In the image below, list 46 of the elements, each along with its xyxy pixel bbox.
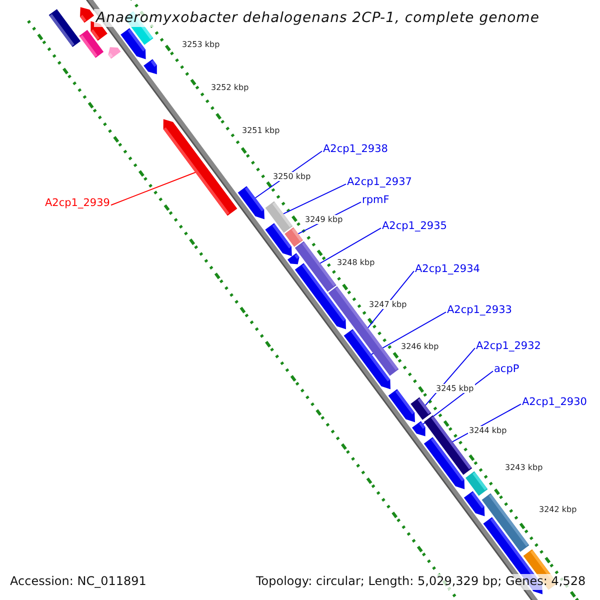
tick-label: 3249 kbp	[304, 215, 344, 224]
gene-block	[410, 397, 432, 420]
accession-text: Accession: NC_011891	[8, 574, 148, 590]
gene-label: A2cp1_2935	[382, 220, 447, 232]
tick-label: 3252 kbp	[210, 83, 250, 92]
gene-feature	[80, 7, 94, 23]
leader-line	[110, 172, 196, 206]
gene-feature	[108, 47, 121, 59]
gene-label: A2cp1_2933	[447, 304, 512, 316]
leader-line	[320, 228, 382, 264]
gene-label: A2cp1_2930	[522, 396, 587, 408]
gene-label: rpmF	[362, 194, 390, 206]
gene-feature	[144, 59, 157, 74]
tick-label: 3245 kbp	[435, 384, 475, 394]
tick-label: 3242 kbp	[538, 505, 578, 514]
gene-feature	[412, 421, 426, 436]
gene-feature	[388, 389, 415, 422]
map-title: Anaeromyxobacter dehalogenans 2CP-1, complete genome	[94, 9, 542, 28]
gene-block	[466, 471, 488, 496]
tick-label: 3253 kbp	[181, 40, 221, 50]
gene-block	[79, 30, 104, 58]
gene-feature	[288, 253, 300, 264]
gene-label: A2cp1_2932	[476, 340, 541, 352]
gene-block	[284, 227, 303, 247]
gene-label: A2cp1_2934	[415, 263, 480, 276]
gene-label: A2cp1_2938	[323, 143, 388, 156]
gene-block	[294, 241, 336, 292]
gene-block	[48, 9, 81, 47]
tick-label: 3247 kbp	[368, 300, 408, 310]
tick-label: 3248 kbp	[336, 258, 376, 268]
genome-info-text: Topology: circular; Length: 5,029,329 bp; Genes: 4,528	[254, 574, 588, 590]
tick-label: 3251 kbp	[241, 126, 281, 136]
gene-label: A2cp1_2939	[45, 197, 110, 210]
tick-label: 3250 kbp	[272, 172, 312, 182]
tick-label: 3246 kbp	[400, 342, 440, 352]
leader-line	[282, 184, 346, 214]
gene-feature	[163, 119, 238, 216]
leader-line	[424, 348, 476, 406]
gene-feature	[238, 186, 264, 220]
gene-label: A2cp1_2937	[347, 176, 412, 188]
gene-block	[482, 493, 530, 552]
gene-label: acpP	[494, 363, 520, 376]
leader-line	[370, 312, 446, 355]
gene-block	[265, 201, 293, 233]
tick-label: 3244 kbp	[468, 426, 508, 436]
tick-label: 3243 kbp	[504, 463, 544, 472]
